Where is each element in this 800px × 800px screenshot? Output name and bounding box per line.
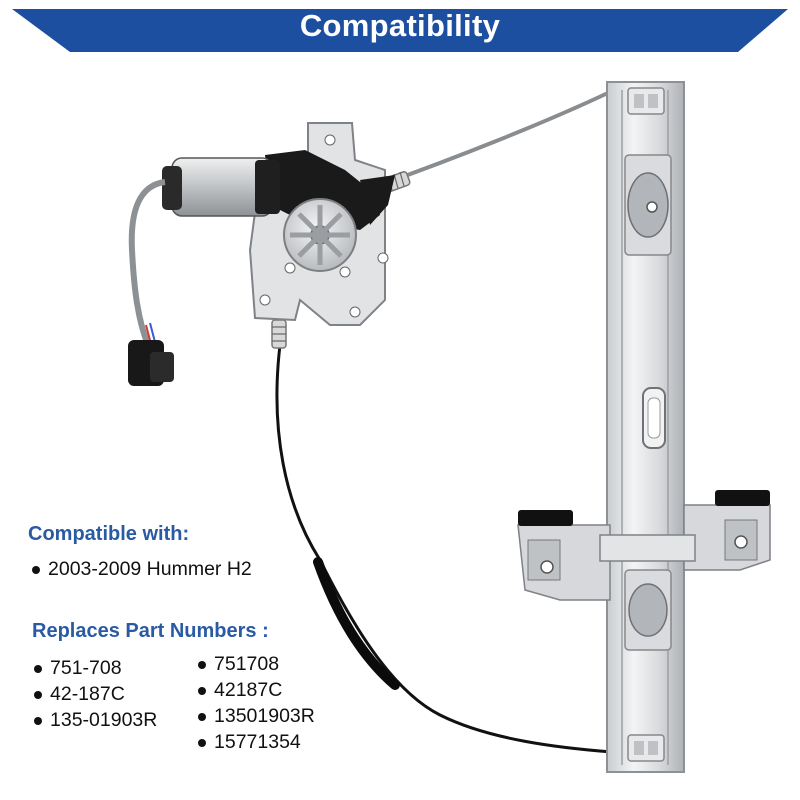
cable-sleeve (313, 557, 400, 690)
lower-spring (271, 319, 287, 349)
part-number: 42187C (214, 679, 283, 701)
part-number: 135-01903R (50, 709, 158, 731)
banner-shape (12, 9, 788, 52)
wiring-harness (128, 179, 174, 386)
list-item: 751708 (194, 651, 315, 677)
bullet-icon (198, 739, 206, 747)
part-numbers-left-column: 751-708 42-187C 135-01903R (30, 655, 157, 733)
list-item: 135-01903R (30, 707, 157, 733)
part-number: 15771354 (214, 731, 301, 753)
regulator-rail (606, 81, 685, 773)
upper-cable (379, 90, 611, 187)
list-item: 2003-2009 Hummer H2 (28, 556, 252, 582)
part-number: 13501903R (214, 705, 315, 727)
part-numbers-right-column: 751708 42187C 13501903R 15771354 (194, 651, 315, 755)
list-item: 13501903R (194, 703, 315, 729)
list-item: 42187C (194, 677, 315, 703)
part-number: 751-708 (50, 657, 122, 679)
motor-assembly (162, 122, 395, 326)
bullet-icon (198, 661, 206, 669)
part-number: 751708 (214, 653, 280, 675)
replaces-heading: Replaces Part Numbers : (32, 620, 269, 642)
bullet-icon (34, 691, 42, 699)
banner-title: Compatibility (299, 8, 501, 43)
compatible-heading: Compatible with: (28, 523, 190, 545)
compatible-list: 2003-2009 Hummer H2 (28, 556, 252, 582)
list-item: 42-187C (30, 681, 157, 707)
bullet-icon (32, 566, 40, 574)
bullet-icon (34, 717, 42, 725)
list-item: 751-708 (30, 655, 157, 681)
part-number: 42-187C (50, 683, 125, 705)
bullet-icon (198, 713, 206, 721)
vehicle-model: 2003-2009 Hummer H2 (48, 558, 252, 580)
lower-cable (275, 344, 613, 754)
list-item: 15771354 (194, 729, 315, 755)
compatibility-banner: Compatibility (0, 0, 800, 60)
glass-carrier-bracket (517, 490, 771, 601)
bullet-icon (198, 687, 206, 695)
bullet-icon (34, 665, 42, 673)
